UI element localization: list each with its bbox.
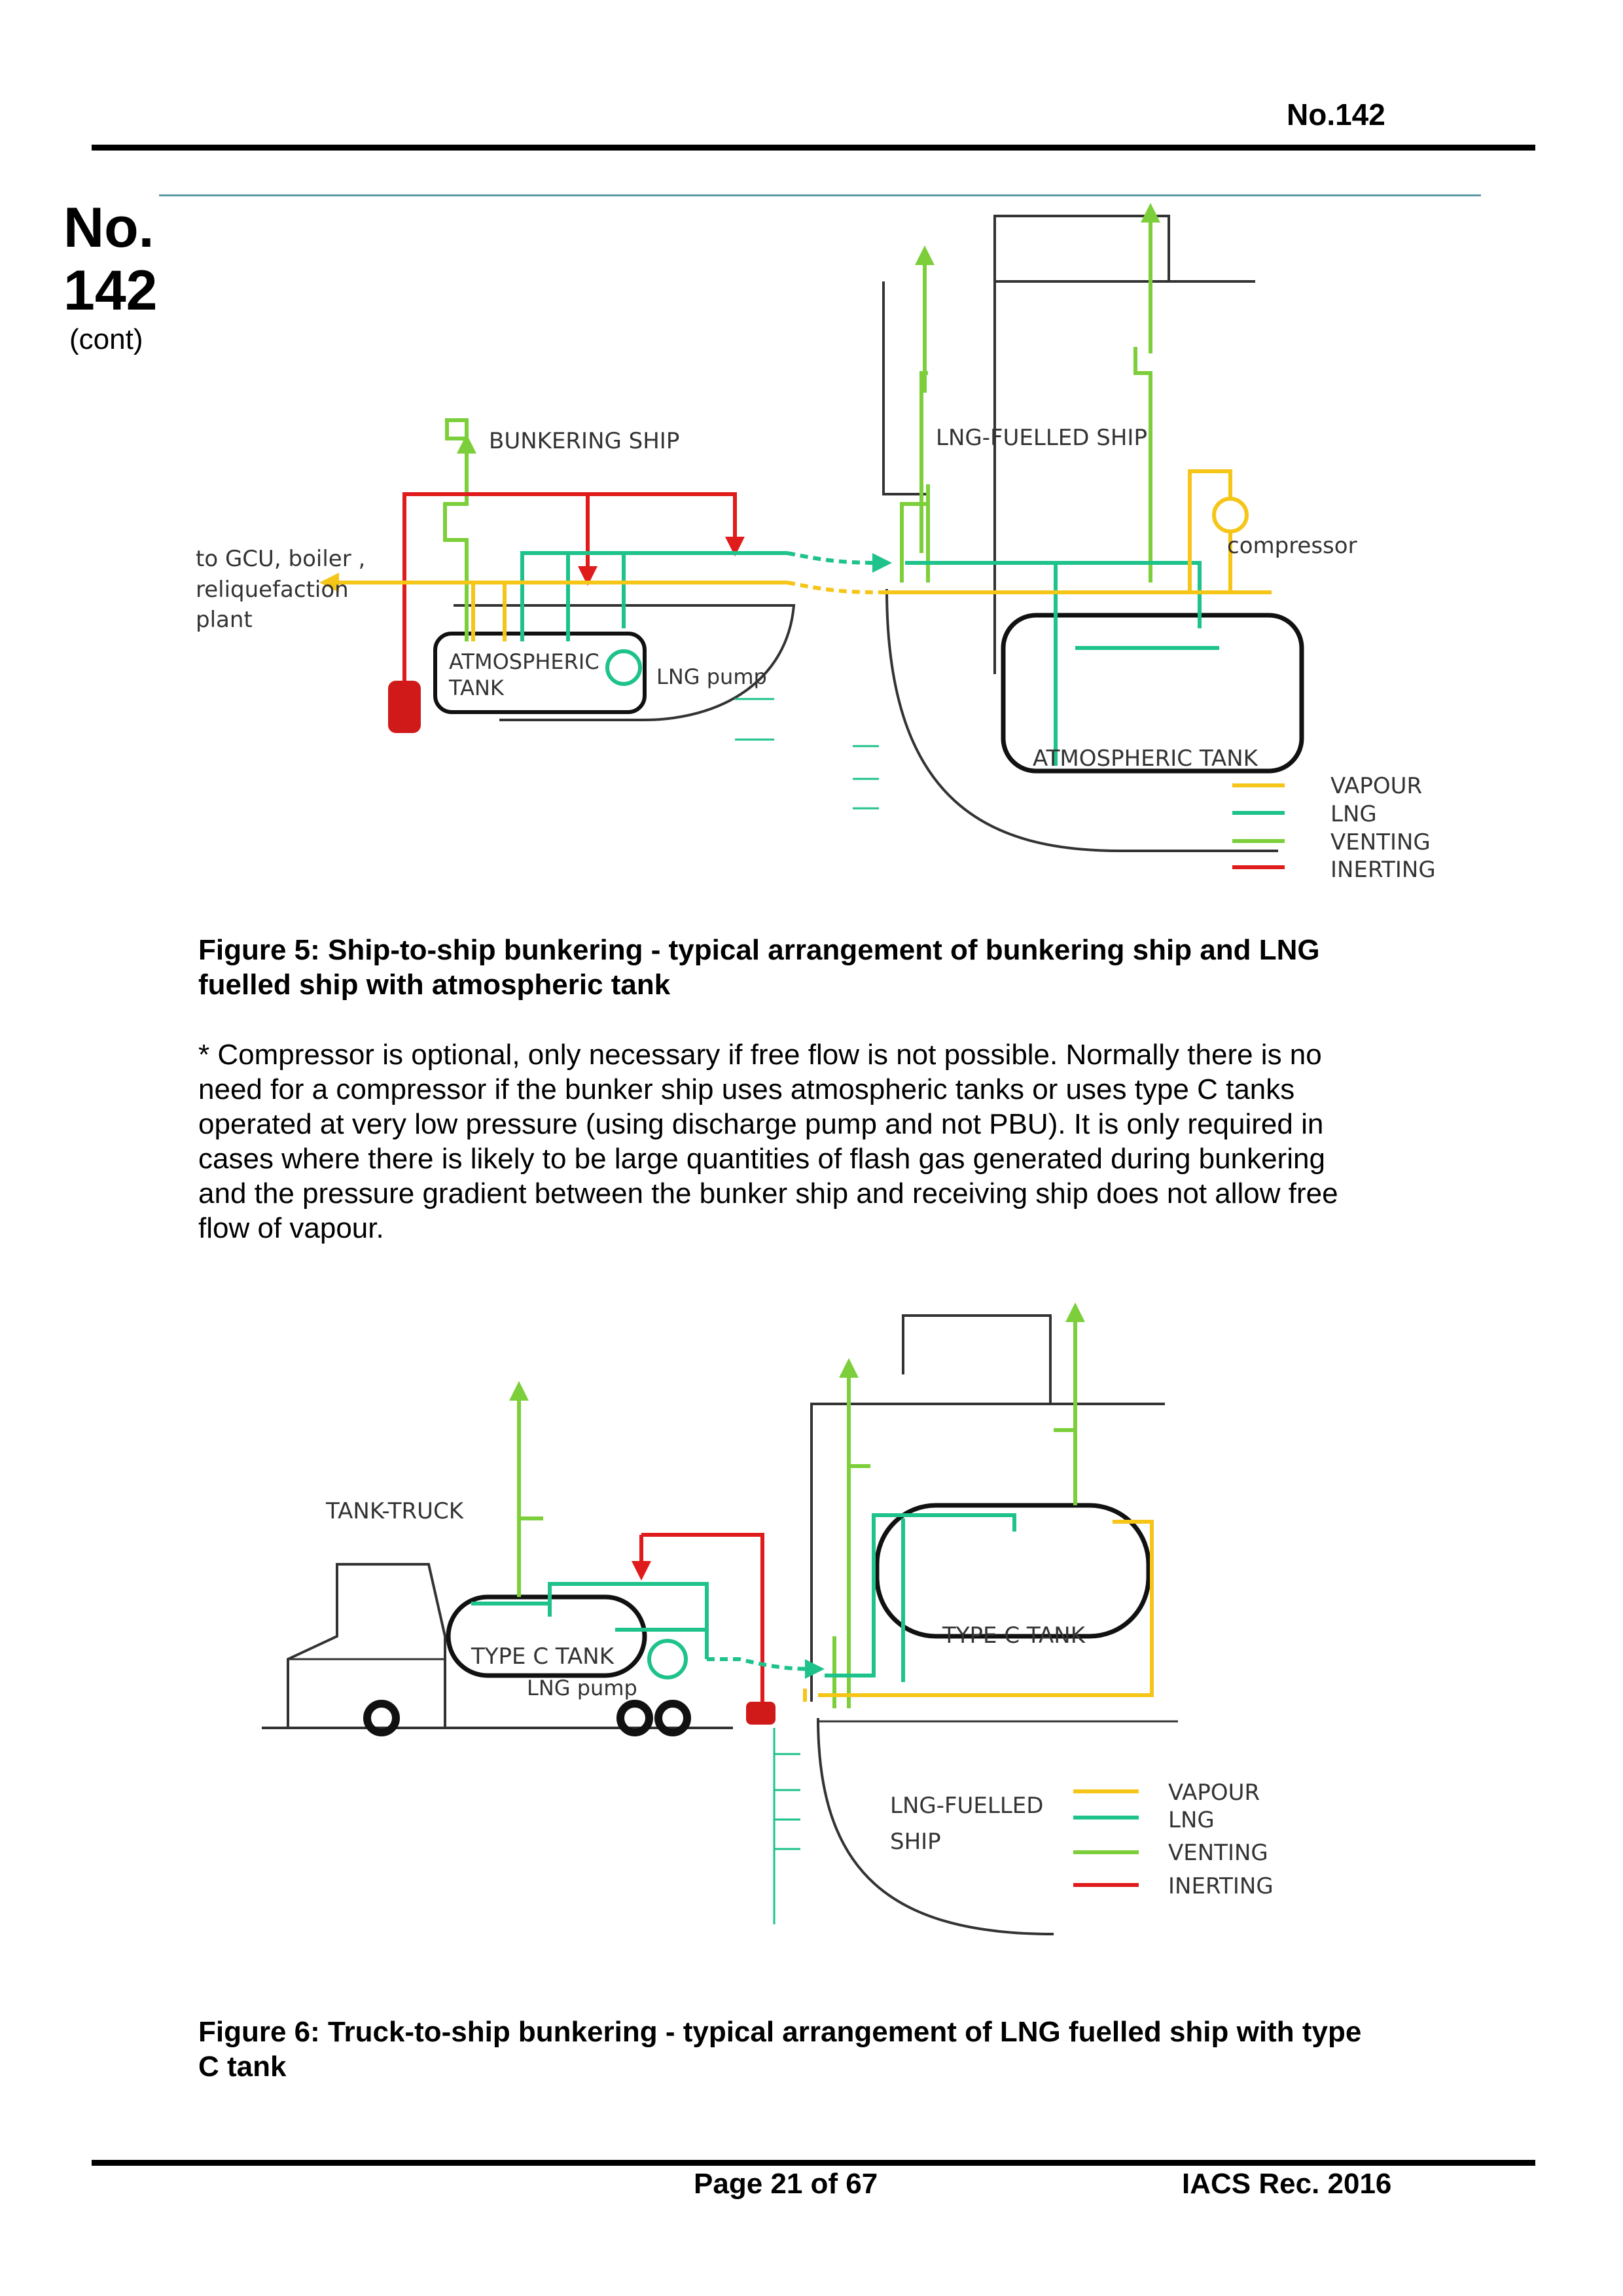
fig5-to-gcu-line1: to GCU, boiler , (196, 546, 365, 572)
note-line: and the pressure gradient between the bu… (198, 1177, 1338, 1210)
compressor-note: * Compressor is optional, only necessary… (198, 1037, 1442, 1246)
fuelled-atmospheric-tank (1001, 613, 1304, 774)
fig5-atm-tank-right-label: ATMOSPHERIC TANK (1033, 745, 1259, 772)
figure-5-caption-line2: fuelled ship with atmospheric tank (198, 969, 671, 1001)
figure-6-caption: Figure 6: Truck-to-ship bunkering - typi… (198, 2015, 1442, 2084)
note-line: cases where there is likely to be large … (198, 1143, 1325, 1175)
fig6-legend-lng: LNG (1168, 1807, 1215, 1833)
truck-type-c-tank (446, 1594, 647, 1678)
fig5-lng-pump-label: LNG pump (656, 664, 767, 689)
figure-5-caption-line1: Figure 5: Ship-to-ship bunkering - typic… (198, 934, 1320, 966)
fig6-lng-pump-label: LNG pump (527, 1676, 637, 1700)
figure-5-caption: Figure 5: Ship-to-ship bunkering - typic… (198, 933, 1442, 1002)
figure-6-diagram: TANK-TRUCK TYPE C TANK LNG pump TYPE C T… (262, 1302, 1274, 1935)
figure-6-caption-line2: C tank (198, 2051, 287, 2083)
ship-superstructure (810, 1314, 1165, 1702)
fig6-lng-fuelled-line2: SHIP (890, 1829, 941, 1855)
document-reference: IACS Rec. 2016 (1182, 2168, 1392, 2200)
fig6-legend-vapour: VAPOUR (1168, 1780, 1260, 1806)
fig6-legend-inerting: INERTING (1168, 1873, 1274, 1899)
compressor-symbol (1212, 497, 1249, 533)
fig5-to-gcu-line3: plant (196, 607, 253, 633)
figure-6-caption-line1: Figure 6: Truck-to-ship bunkering - typi… (198, 2016, 1362, 2048)
note-line: need for a compressor if the bunker ship… (198, 1073, 1295, 1105)
bunkering-ship-hull (454, 604, 796, 721)
nitrogen-bottle (746, 1702, 776, 1725)
header-rule (92, 145, 1535, 151)
note-line: operated at very low pressure (using dis… (198, 1108, 1324, 1140)
fig5-legend-inerting: INERTING (1330, 857, 1436, 883)
lng-line (520, 551, 787, 641)
fig6-tank-truck-label: TANK-TRUCK (325, 1498, 465, 1524)
lng-line (471, 1582, 709, 1659)
figure-5-diagram: BUNKERING SHIP LNG-FUELLED SHIP to GCU, … (196, 203, 1436, 883)
footer-rule (92, 2160, 1535, 2166)
side-number: No. 142 (63, 196, 158, 322)
vapour-line (328, 581, 787, 641)
side-cont: (cont) (69, 323, 143, 355)
truck-cab (287, 1563, 446, 1728)
fig5-compressor-label: compressor (1227, 533, 1357, 559)
lng-pump-symbol (605, 649, 642, 686)
lng-pump-symbol (647, 1639, 688, 1679)
fig6-legend-venting: VENTING (1168, 1840, 1268, 1866)
ship-hull (817, 1717, 1054, 1935)
fig6-type-c-tank-right: TYPE C TANK (942, 1623, 1086, 1649)
nitrogen-bottle (388, 681, 421, 733)
fig5-legend-venting: VENTING (1330, 829, 1431, 855)
section-rule (159, 194, 1481, 196)
fig5-atm-tank-label1: ATMOSPHERIC (449, 649, 599, 674)
fig5-atm-tank-label2: TANK (448, 675, 505, 700)
fig5-legend-lng: LNG (1330, 801, 1377, 827)
fig5-to-gcu-line2: reliquefaction (196, 577, 349, 603)
fig5-lng-fuelled-ship-label: LNG-FUELLED SHIP (936, 425, 1147, 451)
ship-type-c-tank (874, 1503, 1151, 1639)
bunkering-atmospheric-tank (433, 632, 647, 714)
document-number: No.142 (1287, 98, 1385, 132)
fig6-type-c-tank-left: TYPE C TANK (471, 1643, 615, 1670)
note-line: flow of vapour. (198, 1212, 384, 1244)
page-number: Page 21 of 67 (694, 2168, 878, 2200)
fig5-legend-vapour: VAPOUR (1330, 773, 1422, 799)
note-line: * Compressor is optional, only necessary… (198, 1039, 1322, 1071)
side-no-value: 142 (63, 259, 158, 322)
side-no-label: No. (63, 196, 154, 259)
fig5-bunkering-ship-label: BUNKERING SHIP (489, 428, 679, 454)
inerting-line (641, 1533, 764, 1715)
vapour-line (818, 1520, 1154, 1697)
fuelled-ship-hull (885, 588, 1278, 852)
fig6-lng-fuelled-line1: LNG-FUELLED (890, 1793, 1043, 1819)
